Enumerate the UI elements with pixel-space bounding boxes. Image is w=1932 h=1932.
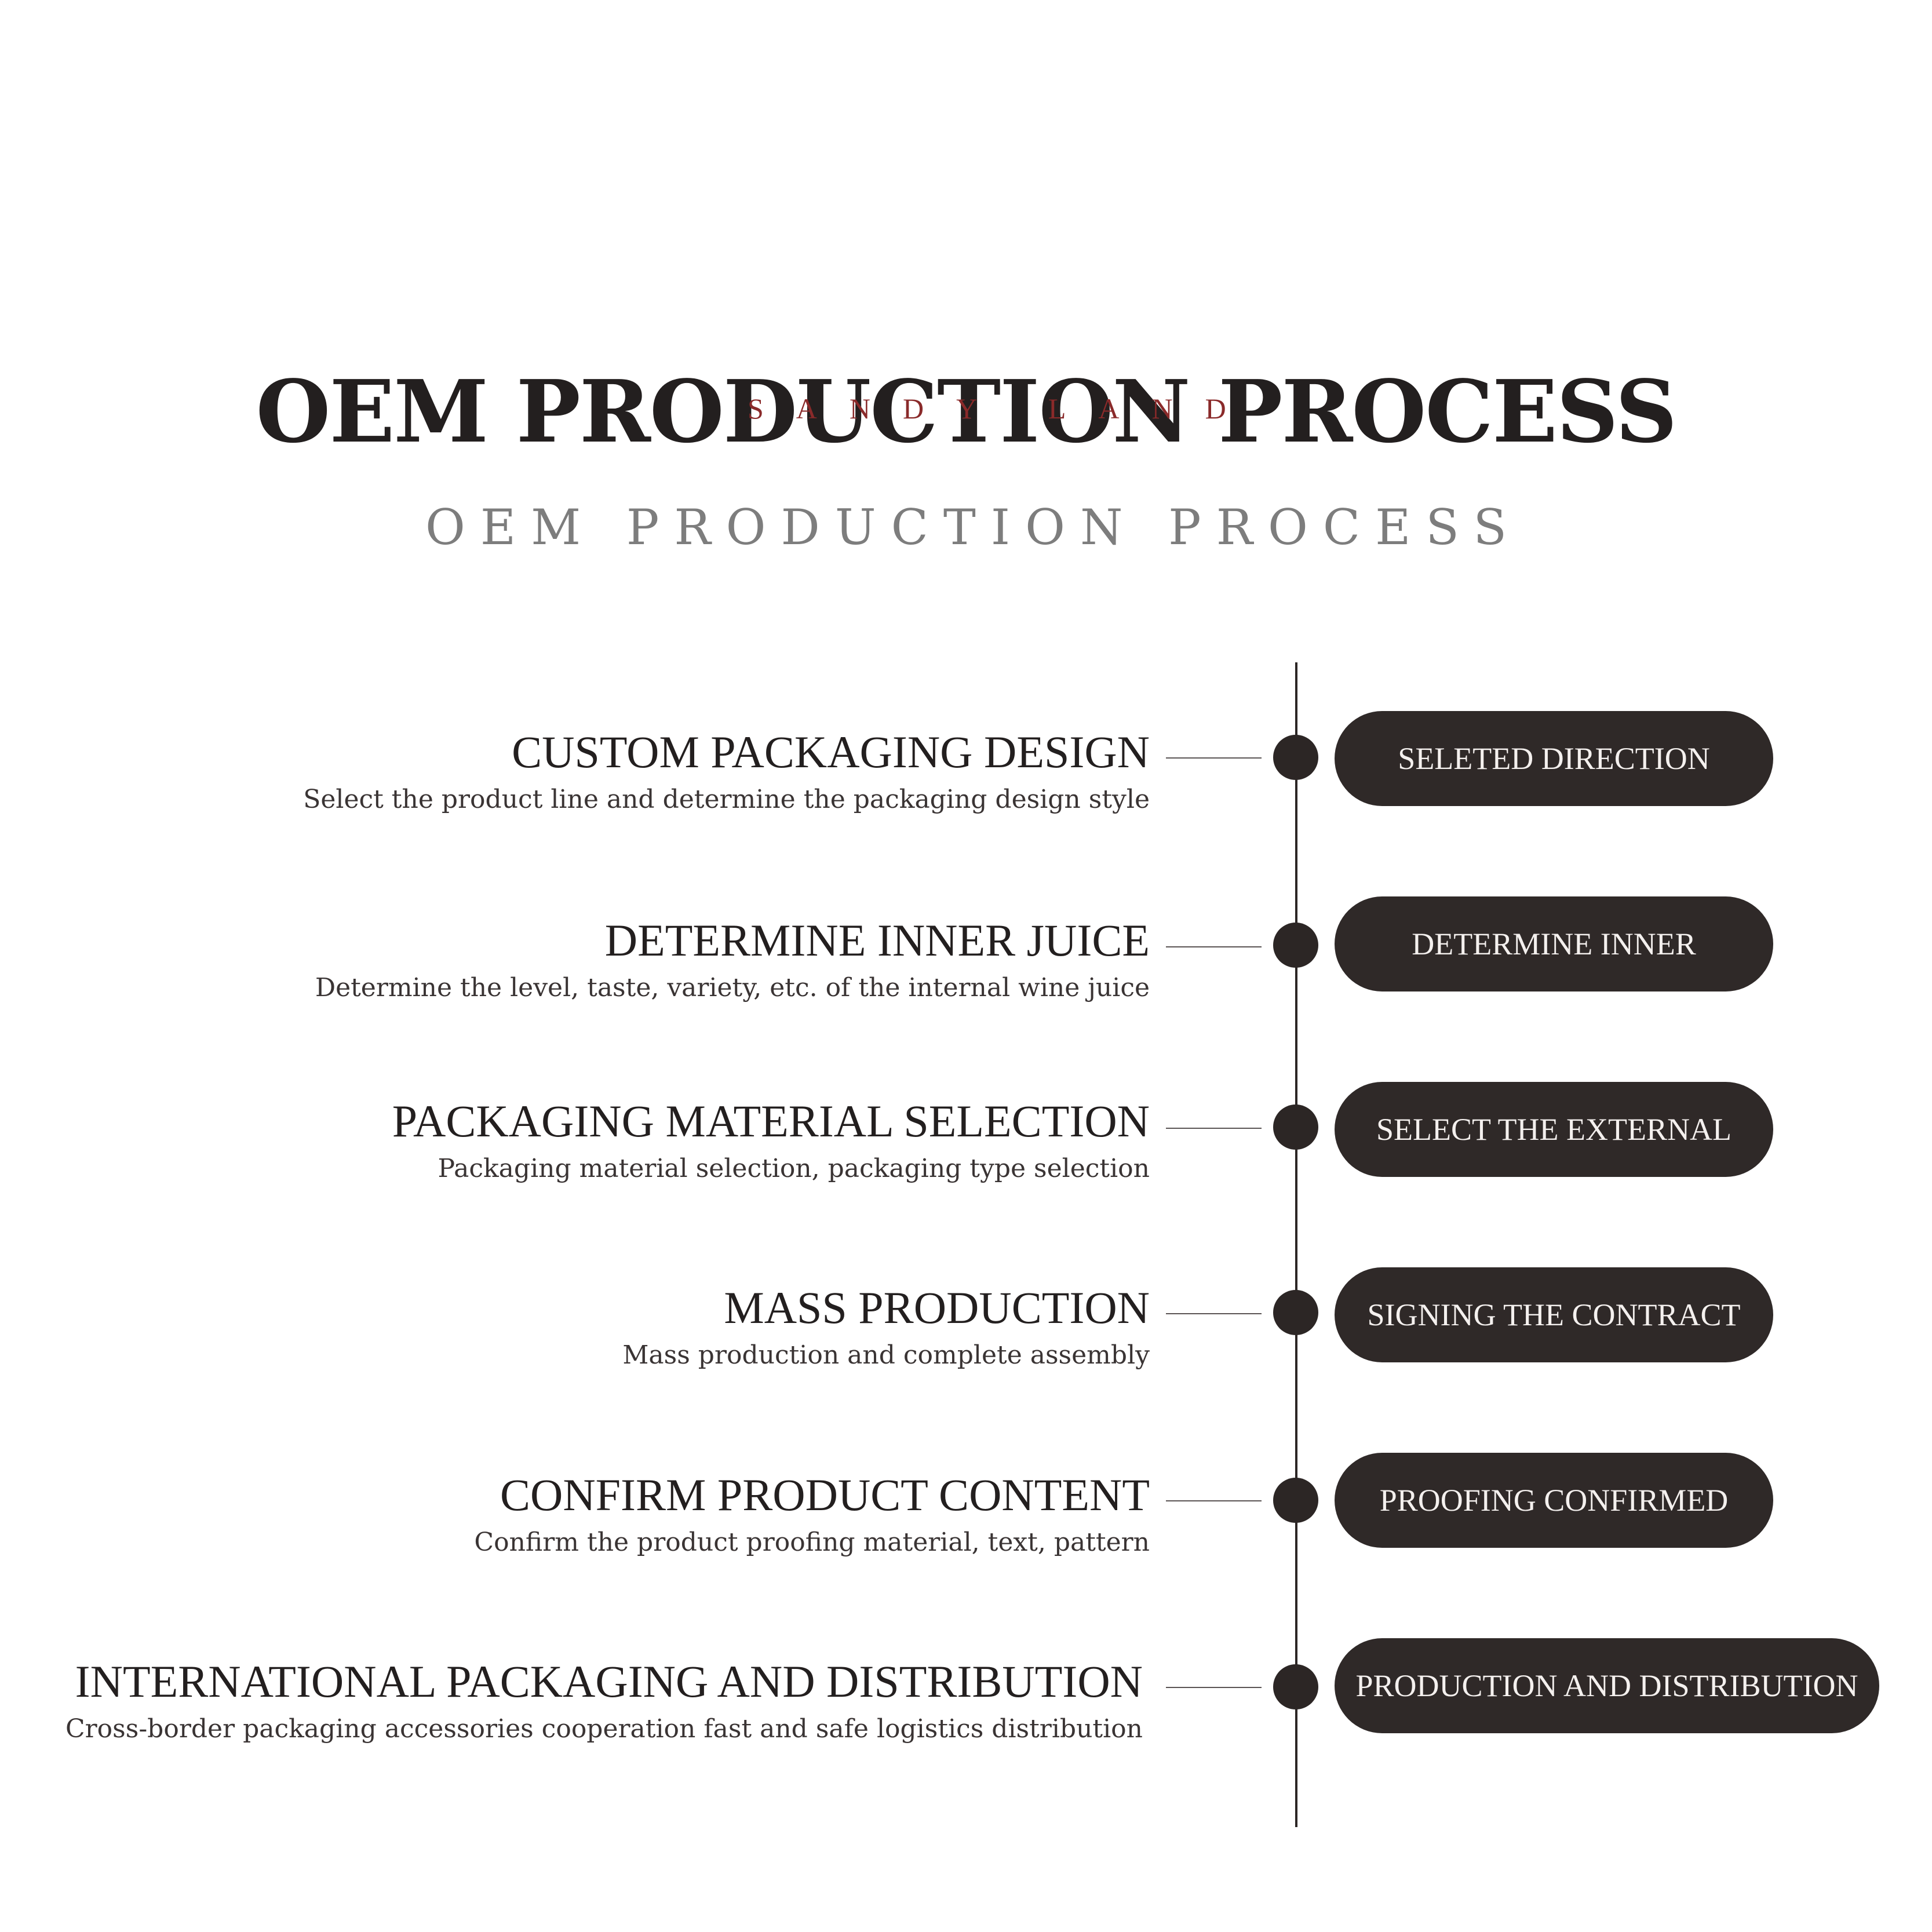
step-label-pill: SIGNING THE CONTRACT <box>1335 1267 1773 1362</box>
timeline-dot <box>1273 1478 1318 1523</box>
page-subtitle: OEM PRODUCTION PROCESS <box>425 499 1522 556</box>
timeline-dot <box>1273 923 1318 968</box>
timeline-line <box>1295 662 1297 1827</box>
timeline-dot <box>1273 735 1318 780</box>
step-connector <box>1166 1313 1262 1314</box>
timeline-dot <box>1273 1290 1318 1335</box>
step-label-pill: PRODUCTION AND DISTRIBUTION <box>1335 1638 1879 1733</box>
step-description: Cross-border packaging accessories coope… <box>65 1714 1143 1744</box>
brand-name: SANDY LAND <box>748 392 1259 425</box>
step-label-pill: SELECT THE EXTERNAL <box>1335 1082 1773 1177</box>
step-connector <box>1166 946 1262 947</box>
step-title: CUSTOM PACKAGING DESIGN <box>512 727 1150 777</box>
page-title: OEM PRODUCTION PROCESS <box>256 361 1678 462</box>
step-connector <box>1166 1128 1262 1129</box>
step-connector <box>1166 757 1262 759</box>
step-connector <box>1166 1687 1262 1688</box>
step-title: DETERMINE INNER JUICE <box>604 915 1150 965</box>
step-title: CONFIRM PRODUCT CONTENT <box>500 1470 1150 1520</box>
step-connector <box>1166 1500 1262 1501</box>
timeline-dot <box>1273 1104 1318 1150</box>
step-description: Mass production and complete assembly <box>622 1340 1150 1370</box>
step-title: INTERNATIONAL PACKAGING AND DISTRIBUTION <box>75 1656 1143 1707</box>
step-description: Confirm the product proofing material, t… <box>474 1528 1150 1557</box>
timeline-dot <box>1273 1664 1318 1709</box>
step-label-pill: PROOFING CONFIRMED <box>1335 1453 1773 1548</box>
step-title: PACKAGING MATERIAL SELECTION <box>392 1096 1150 1146</box>
step-label-pill: SELETED DIRECTION <box>1335 711 1773 806</box>
step-description: Select the product line and determine th… <box>303 785 1150 814</box>
step-description: Packaging material selection, packaging … <box>438 1154 1150 1183</box>
step-description: Determine the level, taste, variety, etc… <box>315 973 1150 1003</box>
step-title: MASS PRODUCTION <box>724 1282 1150 1333</box>
step-label-pill: DETERMINE INNER <box>1335 896 1773 991</box>
